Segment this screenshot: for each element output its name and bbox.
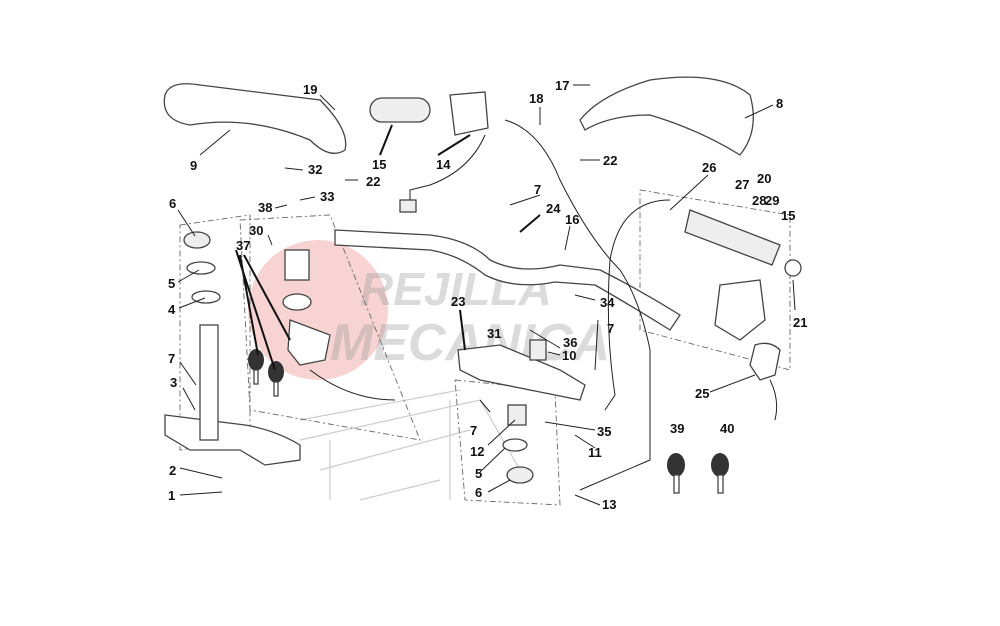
leader-lines <box>177 84 796 506</box>
key-40 <box>711 453 729 494</box>
bar-end-weight <box>784 259 802 277</box>
callout-19: 19 <box>303 82 317 97</box>
callout-12: 12 <box>470 444 484 459</box>
callout-29: 29 <box>765 193 779 208</box>
left-grip <box>369 97 431 123</box>
left-switch-connector <box>399 199 417 213</box>
spacer-10 <box>529 339 547 361</box>
callout-24: 24 <box>546 201 561 216</box>
washer-5-right <box>502 438 528 452</box>
callout-7: 7 <box>168 351 175 366</box>
callout-7: 7 <box>607 321 614 336</box>
key-37a <box>248 349 264 385</box>
steering-stem <box>199 324 219 441</box>
assembly-outline-ignition <box>239 214 421 441</box>
callout-35: 35 <box>597 424 611 439</box>
nut-6-left <box>183 231 211 249</box>
callout-28: 28 <box>752 193 766 208</box>
assembly-outline-right <box>639 189 791 371</box>
callout-22: 22 <box>603 153 617 168</box>
callout-14: 14 <box>436 157 451 172</box>
callout-13: 13 <box>602 497 616 512</box>
callout-27: 27 <box>735 177 749 192</box>
callout-10: 10 <box>562 348 576 363</box>
ignition-cover <box>284 249 310 281</box>
upper-triple-clamp <box>457 344 586 401</box>
callout-15: 15 <box>372 157 386 172</box>
callout-18: 18 <box>529 91 543 106</box>
callout-36: 36 <box>563 335 577 350</box>
callout-1: 1 <box>168 488 175 503</box>
callout-4: 4 <box>168 302 176 317</box>
ignition-switch <box>287 319 331 366</box>
callout-11: 11 <box>588 445 602 460</box>
callout-34: 34 <box>600 295 615 310</box>
callout-3: 3 <box>170 375 177 390</box>
callout-8: 8 <box>776 96 783 111</box>
washer-5-left <box>186 261 216 275</box>
callout-9: 9 <box>190 158 197 173</box>
callout-2: 2 <box>169 463 176 478</box>
left-switch <box>449 91 489 136</box>
callout-25: 25 <box>695 386 709 401</box>
callout-labels: 1 2 3 4 5 5 6 6 7 7 7 7 8 9 10 11 12 13 … <box>168 78 807 512</box>
callout-37: 37 <box>236 238 250 253</box>
callout-40: 40 <box>720 421 734 436</box>
callout-30: 30 <box>249 223 263 238</box>
callout-38: 38 <box>258 200 272 215</box>
callout-5: 5 <box>168 276 175 291</box>
nut-6-right <box>506 466 534 484</box>
callout-22: 22 <box>366 174 380 189</box>
callout-20: 20 <box>757 171 771 186</box>
handlebar <box>334 229 681 331</box>
right-mirror <box>579 76 754 156</box>
callout-32: 32 <box>308 162 322 177</box>
clutch-cable <box>604 199 671 411</box>
callout-6: 6 <box>475 485 482 500</box>
callout-7: 7 <box>534 182 541 197</box>
right-grip <box>684 209 781 266</box>
clutch-master-cylinder <box>714 279 766 341</box>
left-mirror <box>163 83 347 154</box>
callout-31: 31 <box>487 326 501 341</box>
key-37b <box>268 361 284 397</box>
callout-6: 6 <box>169 196 176 211</box>
callout-15: 15 <box>781 208 795 223</box>
callout-39: 39 <box>670 421 684 436</box>
callout-33: 33 <box>320 189 334 204</box>
throttle-cable <box>504 119 651 491</box>
lower-triple-clamp <box>164 414 301 466</box>
key-39 <box>667 453 685 494</box>
callout-16: 16 <box>565 212 579 227</box>
ignition-ring <box>282 293 312 311</box>
right-switch <box>749 342 781 381</box>
frame-outline <box>299 389 521 501</box>
callout-7: 7 <box>470 423 477 438</box>
callout-21: 21 <box>793 315 807 330</box>
callout-5: 5 <box>475 466 482 481</box>
bushing-12 <box>507 404 527 426</box>
callout-17: 17 <box>555 78 569 93</box>
callout-23: 23 <box>451 294 465 309</box>
callout-26: 26 <box>702 160 716 175</box>
